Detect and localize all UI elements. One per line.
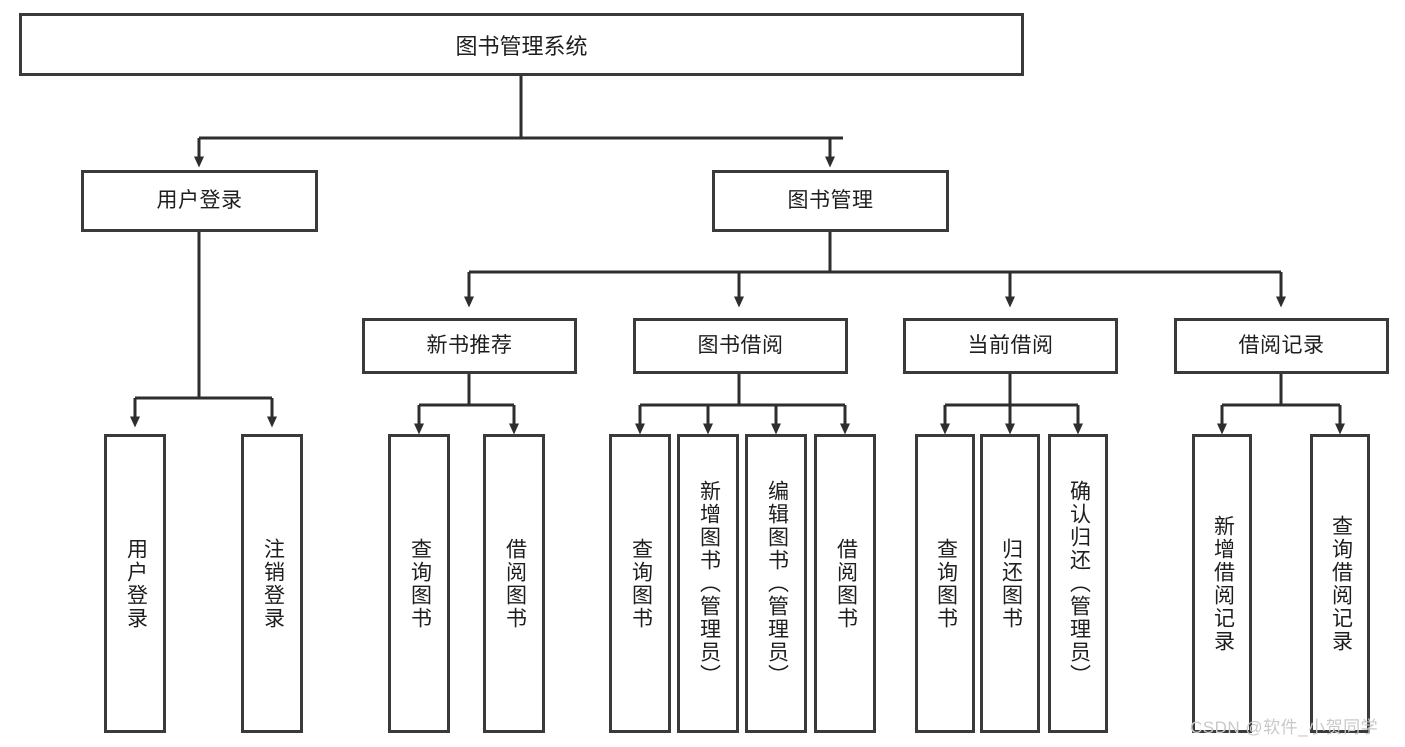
leaf-label: 借阅图书 xyxy=(503,537,527,630)
leaf-label: 用户登录 xyxy=(124,537,148,630)
leaf-borrow-edit-book-admin[interactable]: 编辑图书（管理员） xyxy=(745,434,807,733)
node-label: 用户登录 xyxy=(156,189,243,213)
node-label: 图书管理系统 xyxy=(455,33,588,59)
leaf-borrow-query-book[interactable]: 查询图书 xyxy=(609,434,671,733)
leaf-label: 查询借阅记录 xyxy=(1329,514,1353,653)
csdn-watermark: CSDN @软件_小贺同学 xyxy=(1190,718,1379,737)
leaf-label: 编辑图书（管理员） xyxy=(765,480,789,687)
leaf-current-confirm-return-admin[interactable]: 确认归还（管理员） xyxy=(1048,434,1108,733)
leaf-borrow-borrow-book[interactable]: 借阅图书 xyxy=(814,434,876,733)
leaf-recommend-borrow-book[interactable]: 借阅图书 xyxy=(483,434,545,733)
leaf-label: 查询图书 xyxy=(934,537,958,630)
node-current-borrow[interactable]: 当前借阅 xyxy=(903,318,1118,374)
leaf-record-query-record[interactable]: 查询借阅记录 xyxy=(1310,434,1370,733)
leaf-label: 新增借阅记录 xyxy=(1211,514,1235,653)
leaf-label: 归还图书 xyxy=(999,537,1023,630)
leaf-user-login-logout[interactable]: 注销登录 xyxy=(241,434,303,733)
node-label: 图书借阅 xyxy=(697,334,784,358)
leaf-current-return-book[interactable]: 归还图书 xyxy=(980,434,1040,733)
leaf-record-add-record[interactable]: 新增借阅记录 xyxy=(1192,434,1252,733)
node-book-borrow[interactable]: 图书借阅 xyxy=(633,318,848,374)
leaf-recommend-query-book[interactable]: 查询图书 xyxy=(388,434,450,733)
leaf-label: 查询图书 xyxy=(629,537,653,630)
leaf-label: 查询图书 xyxy=(408,537,432,630)
leaf-borrow-add-book-admin[interactable]: 新增图书（管理员） xyxy=(677,434,739,733)
leaf-current-query-book[interactable]: 查询图书 xyxy=(915,434,975,733)
node-label: 图书管理 xyxy=(787,189,874,213)
leaf-label: 确认归还（管理员） xyxy=(1067,480,1091,687)
node-label: 当前借阅 xyxy=(967,334,1054,358)
node-user-login[interactable]: 用户登录 xyxy=(81,170,318,232)
leaf-label: 新增图书（管理员） xyxy=(697,480,721,687)
node-label: 新书推荐 xyxy=(426,334,513,358)
node-book-management[interactable]: 图书管理 xyxy=(712,170,949,232)
leaf-user-login-login[interactable]: 用户登录 xyxy=(104,434,166,733)
node-new-book-recommend[interactable]: 新书推荐 xyxy=(362,318,577,374)
node-label: 借阅记录 xyxy=(1238,334,1325,358)
node-borrow-record[interactable]: 借阅记录 xyxy=(1174,318,1389,374)
leaf-label: 注销登录 xyxy=(261,537,285,630)
leaf-label: 借阅图书 xyxy=(834,537,858,630)
node-root-system[interactable]: 图书管理系统 xyxy=(19,13,1024,76)
